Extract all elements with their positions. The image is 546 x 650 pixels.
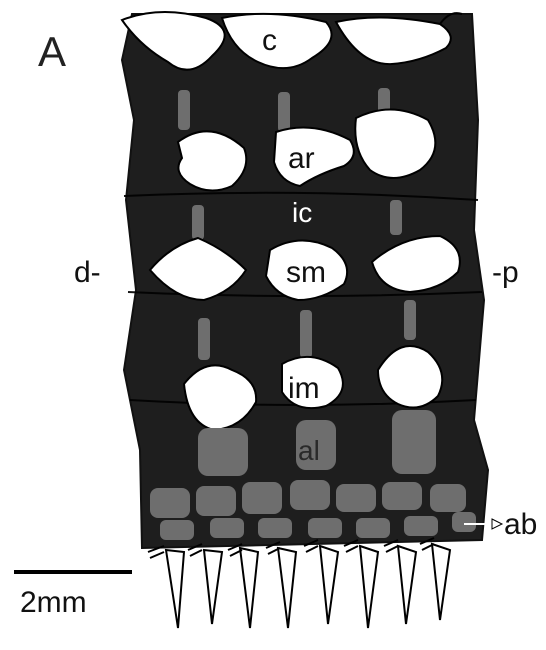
label-c: c — [262, 24, 277, 57]
cap-plates — [122, 12, 462, 70]
proximal-label: -p — [492, 256, 519, 289]
scale-bar-label: 2mm — [20, 586, 87, 619]
label-sm: sm — [286, 256, 326, 289]
label-im: im — [288, 372, 320, 405]
distal-label: d- — [74, 256, 101, 289]
label-ar: ar — [288, 142, 315, 175]
label-ic: ic — [292, 197, 312, 228]
spines — [166, 544, 450, 628]
label-ab: ab — [504, 508, 537, 541]
ab-arrowhead — [492, 519, 502, 529]
panel-label: A — [38, 28, 66, 75]
label-al: al — [298, 435, 320, 466]
